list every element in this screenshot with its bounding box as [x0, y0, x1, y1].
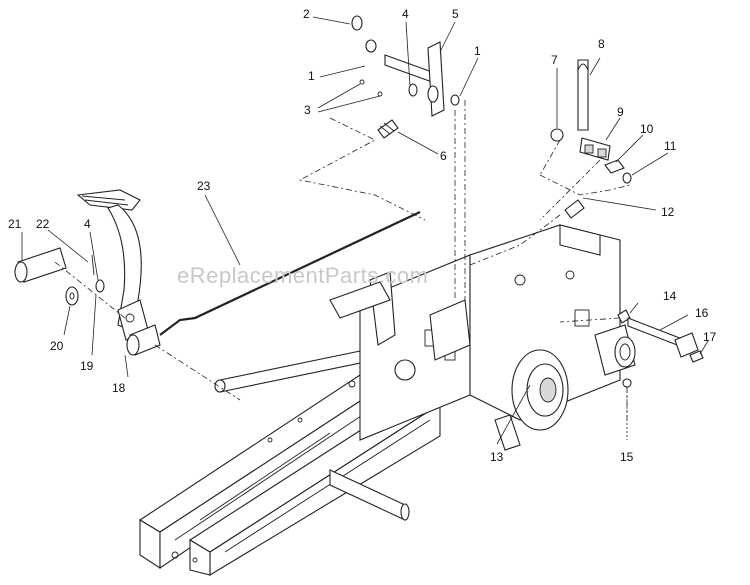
right-linkage	[550, 59, 632, 219]
frame-assembly	[138, 349, 442, 576]
callout-21: 21	[8, 217, 22, 231]
spring-part-12	[564, 199, 585, 219]
callout-12: 12	[661, 205, 675, 219]
pivot-plate-part-5	[427, 41, 445, 117]
callout-labels: 2 4 5 1 1 3 6 7 8 9 10 11 12 23 21 22 4 …	[8, 7, 717, 464]
callout-7: 7	[551, 53, 558, 67]
spring-part-6	[377, 119, 399, 139]
washer-part-20	[65, 286, 79, 306]
upper-linkage	[351, 15, 460, 139]
nut-part-15	[622, 378, 632, 388]
callout-11: 11	[664, 139, 677, 153]
callout-9: 9	[617, 105, 624, 119]
washer-part-2	[351, 15, 363, 31]
callout-16: 16	[695, 306, 709, 320]
callout-15: 15	[620, 450, 634, 464]
callout-4: 4	[402, 7, 409, 21]
bushing-part-1b	[450, 94, 460, 106]
washer-part-11	[622, 172, 632, 184]
callout-4: 4	[84, 217, 91, 231]
nut-part-7	[550, 128, 564, 142]
bushing-part-1	[365, 39, 377, 53]
callout-8: 8	[598, 37, 605, 51]
callout-19: 19	[80, 359, 94, 373]
transmission-housing	[469, 224, 636, 451]
callout-10: 10	[640, 122, 654, 136]
callout-1: 1	[474, 44, 481, 58]
rod-part-8	[577, 59, 589, 131]
watermark-text: eReplacementParts.com	[177, 263, 428, 288]
callout-14: 14	[663, 289, 677, 303]
callout-6: 6	[440, 149, 447, 163]
pin-part-22	[91, 254, 95, 276]
callout-2: 2	[303, 7, 310, 21]
callout-22: 22	[36, 217, 50, 231]
brake-rod-part-23	[159, 211, 421, 336]
callout-18: 18	[112, 381, 126, 395]
spacer-part-10	[604, 159, 625, 174]
callout-17: 17	[703, 330, 717, 344]
right-rod-assembly	[617, 309, 704, 388]
callout-3: 3	[304, 103, 311, 117]
callout-13: 13	[490, 450, 504, 464]
callout-20: 20	[50, 339, 64, 353]
callout-23: 23	[197, 179, 211, 193]
bolt-part-14	[617, 309, 631, 324]
brake-pedal-assembly	[14, 189, 421, 356]
center-bracket	[329, 254, 471, 441]
leader-lines	[21, 16, 709, 445]
callout-1: 1	[308, 69, 315, 83]
bushing-part-4	[408, 83, 418, 97]
callout-5: 5	[452, 7, 459, 21]
